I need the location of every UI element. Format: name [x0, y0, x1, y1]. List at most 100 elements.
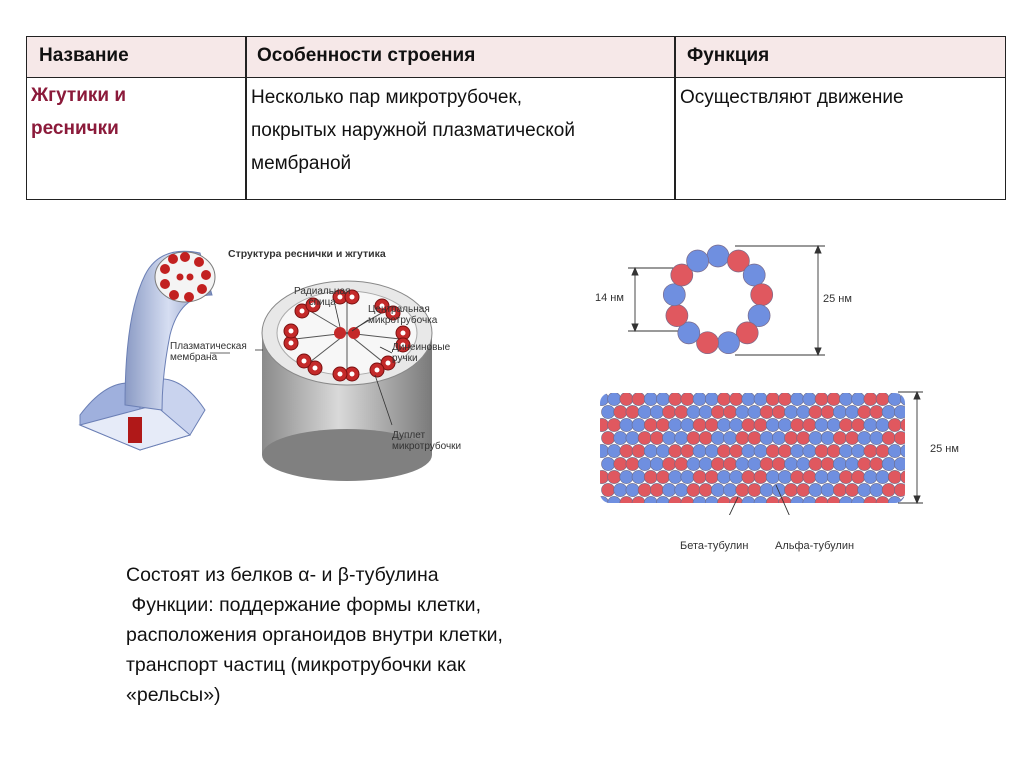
- tubulin-subunit: [820, 431, 835, 445]
- tubulin-subunit: [826, 418, 841, 432]
- tubulin-subunit: [869, 457, 884, 471]
- tubulin-subunit: [668, 393, 683, 406]
- tubulin-subunit: [869, 483, 884, 497]
- tubulin-subunit: [832, 457, 847, 471]
- tubulin-subunit: [698, 405, 713, 419]
- tubulin-subunit: [662, 283, 686, 307]
- tubulin-subunit: [839, 444, 853, 458]
- tubulin-subunit: [753, 418, 768, 432]
- tubulin-subunit: [619, 393, 634, 406]
- tubulin-subunit: [650, 431, 664, 445]
- tubulin-subunit: [619, 470, 634, 484]
- tubulin-subunit: [680, 470, 695, 484]
- tubulin-subunit: [625, 405, 640, 419]
- label-dynein-arms: Динеиновые ручки: [392, 342, 451, 364]
- tubulin-subunit: [900, 444, 905, 458]
- tubulin-subunit: [643, 444, 658, 458]
- tubulin-subunit: [607, 418, 622, 432]
- tubulin-subunit: [802, 470, 817, 484]
- tubulin-subunit: [692, 496, 707, 503]
- label-radial-spoke: Радиальная спица: [294, 286, 351, 308]
- tubulin-subunit: [826, 393, 841, 406]
- tubulin-subunit: [704, 496, 719, 503]
- tubulin-subunit: [717, 393, 731, 406]
- structure-line: покрытых наружной плазматической: [251, 120, 575, 141]
- tubulin-subunit: [778, 496, 792, 503]
- tubulin-subunit: [729, 393, 744, 406]
- tubulin-subunit: [881, 431, 896, 445]
- tubulin-subunit: [753, 496, 768, 503]
- tubulin-subunit: [735, 431, 750, 445]
- tubulin-subunit: [784, 431, 798, 445]
- tubulin-subunit: [735, 405, 750, 419]
- tubulin-subunit: [686, 405, 701, 419]
- tubulin-subunit: [723, 431, 737, 445]
- tubulin-subunit: [778, 418, 792, 432]
- tubulin-subunit: [814, 496, 829, 503]
- tubulin-subunit: [826, 496, 841, 503]
- tubulin-subunit: [857, 483, 872, 497]
- tubulin-subunit: [723, 457, 737, 471]
- tubulin-subunit: [680, 444, 695, 458]
- tubulin-subunit: [668, 470, 683, 484]
- tubulin-subunit: [796, 431, 811, 445]
- tubulin-subunit: [808, 431, 823, 445]
- tubulin-subunit: [656, 444, 670, 458]
- header-function: Функция: [687, 45, 770, 66]
- tubulin-subunit: [820, 457, 835, 471]
- tubulin-subunit: [845, 457, 859, 471]
- tubulin-subunit: [851, 470, 866, 484]
- tubulin-subunit: [668, 418, 683, 432]
- tubulin-subunit: [613, 431, 628, 445]
- tubulin-subunit: [790, 496, 805, 503]
- tubulin-subunit: [814, 470, 829, 484]
- tubulin-subunit: [784, 405, 798, 419]
- tubulin-subunit: [747, 405, 762, 419]
- tube-dimension-lines: [728, 390, 923, 515]
- tubulin-subunit: [796, 405, 811, 419]
- tubulin-subunit: [704, 418, 719, 432]
- cilium-structure-illustration: [78, 250, 433, 481]
- tubulin-subunit: [747, 304, 771, 327]
- tubulin-subunit: [668, 444, 683, 458]
- dim-inner-diameter: 14 нм: [595, 292, 624, 304]
- label-doublet: Дуплет микротрубочки: [392, 430, 462, 452]
- tubulin-subunit: [710, 483, 725, 497]
- tubulin-subunit: [875, 393, 890, 406]
- ring-dimension-lines: [628, 244, 825, 357]
- tubulin-subunit: [893, 431, 905, 445]
- tubulin-subunit: [729, 418, 744, 432]
- tubulin-subunit: [771, 483, 786, 497]
- tubulin-subunit: [607, 444, 622, 458]
- tubulin-subunit: [814, 393, 829, 406]
- tubulin-subunit: [839, 418, 853, 432]
- tubulin-subunit: [625, 457, 640, 471]
- description-line: Функции: поддержание формы клетки,: [126, 594, 481, 616]
- doublet-ring-small: [160, 252, 211, 302]
- tubulin-subunit: [851, 418, 866, 432]
- tubulin-subunit: [808, 483, 823, 497]
- tubulin-subunit: [601, 457, 615, 471]
- tubulin-subunit: [869, 405, 884, 419]
- label-alpha-tubulin: Альфа-тубулин: [775, 540, 855, 552]
- tubulin-subunit: [796, 483, 811, 497]
- table-header-row: [27, 37, 1005, 78]
- tubulin-subunit: [802, 418, 817, 432]
- column-divider: [245, 37, 247, 199]
- tubulin-subunit: [637, 405, 652, 419]
- tubulin-subunit: [863, 470, 878, 484]
- tubulin-subunit: [650, 405, 664, 419]
- tubulin-subunit: [631, 470, 646, 484]
- header-name: Название: [39, 45, 129, 66]
- structure-line: мембраной: [251, 153, 352, 174]
- tubulin-subunit: [839, 470, 853, 484]
- dim-ring-outer-diameter: 25 нм: [823, 293, 852, 305]
- tubulin-subunit: [631, 393, 646, 406]
- description-line: транспорт частиц (микротрубочки как: [126, 654, 466, 676]
- tubulin-subunit: [704, 470, 719, 484]
- tubulin-subunit: [765, 470, 780, 484]
- tubulin-subunit: [907, 405, 920, 418]
- tubulin-subunit: [753, 444, 768, 458]
- tubulin-subunit: [845, 483, 859, 497]
- tubulin-subunit: [686, 457, 701, 471]
